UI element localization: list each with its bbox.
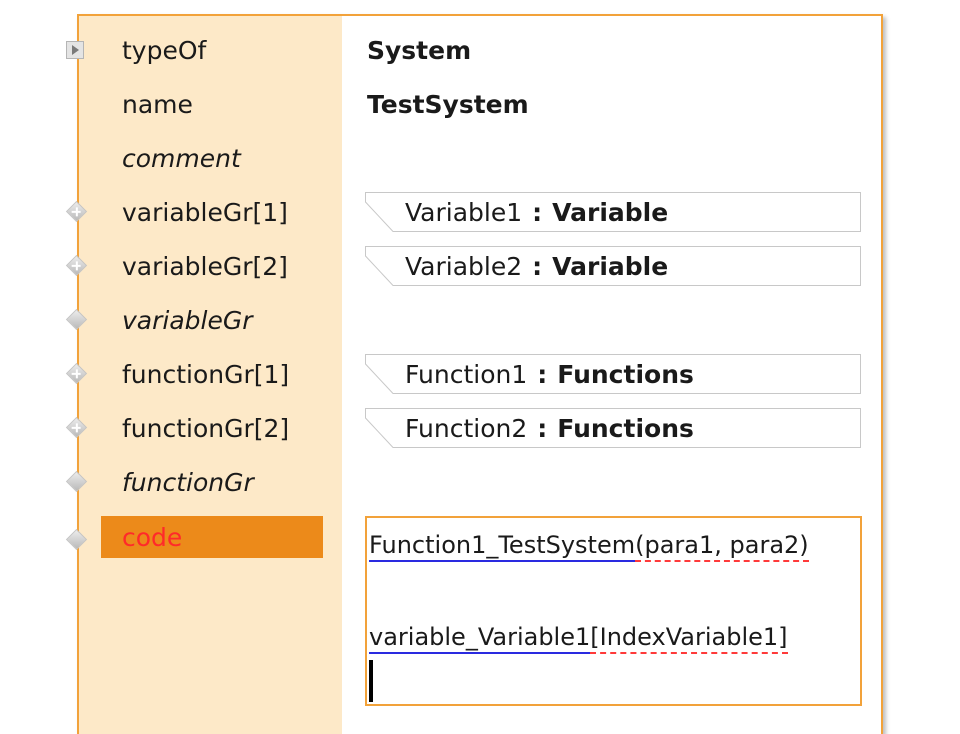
property-row-typeof: typeOf System	[66, 22, 883, 76]
add-diamond-icon[interactable]	[65, 254, 88, 277]
reference-type: Functions	[557, 360, 694, 389]
property-row-variablegr-2: variableGr[2] Variable2: Variable	[65, 238, 883, 292]
property-value[interactable]: System	[367, 36, 472, 65]
reference-text[interactable]: Variable2: Variable	[405, 252, 668, 282]
reference-name: Function2	[405, 414, 528, 443]
reference-type: Variable	[552, 252, 669, 281]
property-label: functionGr[1]	[122, 360, 290, 389]
property-label: name	[122, 90, 193, 119]
property-panel: typeOf System name TestSystem comment va…	[65, 14, 883, 734]
code-line-2: variable_Variable1[IndexVariable1]	[369, 622, 788, 654]
property-label: functionGr[2]	[122, 414, 290, 443]
property-row-variablegr-1: variableGr[1] Variable1: Variable	[65, 184, 883, 238]
code-reference[interactable]: variable_Variable1	[369, 623, 591, 654]
property-label: comment	[122, 144, 241, 173]
reference-separator: :	[532, 198, 543, 227]
code-editor[interactable]: Function1_TestSystem(para1, para2) varia…	[365, 516, 862, 706]
property-label-selected: code	[122, 523, 183, 552]
property-row-variablegr: variableGr	[65, 292, 883, 346]
property-label: variableGr	[122, 306, 253, 335]
property-label: typeOf	[122, 36, 207, 65]
property-row-functiongr-1: functionGr[1] Function1: Functions	[65, 346, 883, 400]
code-error-text: (para1, para2)	[635, 531, 809, 562]
reference-separator: :	[537, 414, 548, 443]
property-row-name: name TestSystem	[79, 76, 883, 130]
property-value[interactable]: TestSystem	[367, 90, 529, 119]
reference-text[interactable]: Function2: Functions	[405, 414, 694, 444]
code-line-1: Function1_TestSystem(para1, para2)	[369, 530, 809, 562]
reference-box[interactable]	[365, 354, 861, 394]
selection-highlight	[101, 516, 323, 558]
reference-box[interactable]	[365, 192, 861, 232]
property-label: functionGr	[122, 468, 254, 497]
reference-name: Variable2	[405, 252, 523, 281]
reference-text[interactable]: Function1: Functions	[405, 360, 694, 390]
property-row-functiongr: functionGr	[65, 454, 883, 508]
reference-separator: :	[532, 252, 543, 281]
property-row-functiongr-2: functionGr[2] Function2: Functions	[65, 400, 883, 454]
text-caret	[369, 660, 373, 702]
reference-text[interactable]: Variable1: Variable	[405, 198, 668, 228]
code-error-text: [IndexVariable1]	[590, 623, 788, 654]
property-label: variableGr[1]	[122, 198, 288, 227]
property-row-code[interactable]: code	[65, 512, 883, 566]
property-row-comment: comment	[79, 130, 883, 184]
code-reference[interactable]: Function1_TestSystem	[369, 531, 636, 562]
diamond-icon[interactable]	[65, 470, 88, 493]
reference-separator: :	[537, 360, 548, 389]
add-diamond-icon[interactable]	[65, 200, 88, 223]
reference-box[interactable]	[365, 246, 861, 286]
reference-box[interactable]	[365, 408, 861, 448]
add-diamond-icon[interactable]	[65, 416, 88, 439]
reference-type: Functions	[557, 414, 694, 443]
expand-arrow-icon[interactable]	[66, 41, 84, 59]
property-label-column	[79, 16, 342, 734]
reference-name: Variable1	[405, 198, 523, 227]
reference-type: Variable	[552, 198, 669, 227]
property-label: variableGr[2]	[122, 252, 288, 281]
add-diamond-icon[interactable]	[65, 362, 88, 385]
diamond-icon[interactable]	[65, 308, 88, 331]
reference-name: Function1	[405, 360, 528, 389]
diamond-icon[interactable]	[65, 528, 88, 551]
